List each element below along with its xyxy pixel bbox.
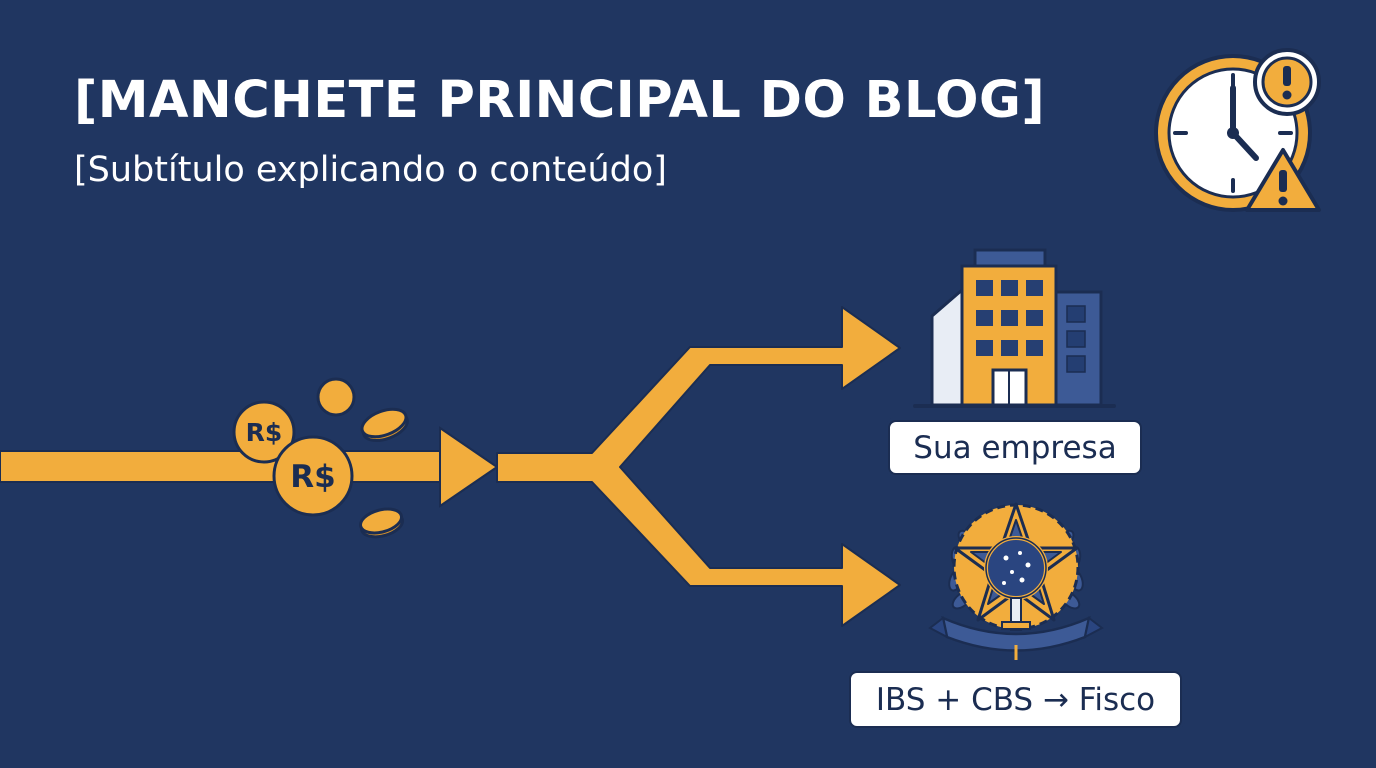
warning-triangle-icon xyxy=(1245,148,1321,212)
coin xyxy=(360,407,409,443)
subtitle: [Subtítulo explicando o conteúdo] xyxy=(74,150,667,190)
headline: [MANCHETE PRINCIPAL DO BLOG] xyxy=(74,71,1046,130)
company-label: Sua empresa xyxy=(888,420,1142,475)
split-arrows xyxy=(496,306,901,627)
coin-real: R$ xyxy=(272,435,354,517)
alert-circle-icon xyxy=(1253,48,1321,116)
clock-alert-icon xyxy=(1154,48,1321,212)
coin-symbol: R$ xyxy=(290,459,335,495)
money-flow-arrows xyxy=(0,306,901,627)
brazil-coat-of-arms-icon xyxy=(928,502,1104,660)
coin xyxy=(359,507,405,539)
coin-real: R$ xyxy=(232,400,296,464)
coins-icon: R$ R$ xyxy=(232,377,409,539)
tax-label: IBS + CBS → Fisco xyxy=(849,671,1182,728)
office-building-icon xyxy=(913,248,1116,408)
coin xyxy=(316,377,356,417)
coin-symbol: R$ xyxy=(246,418,283,447)
